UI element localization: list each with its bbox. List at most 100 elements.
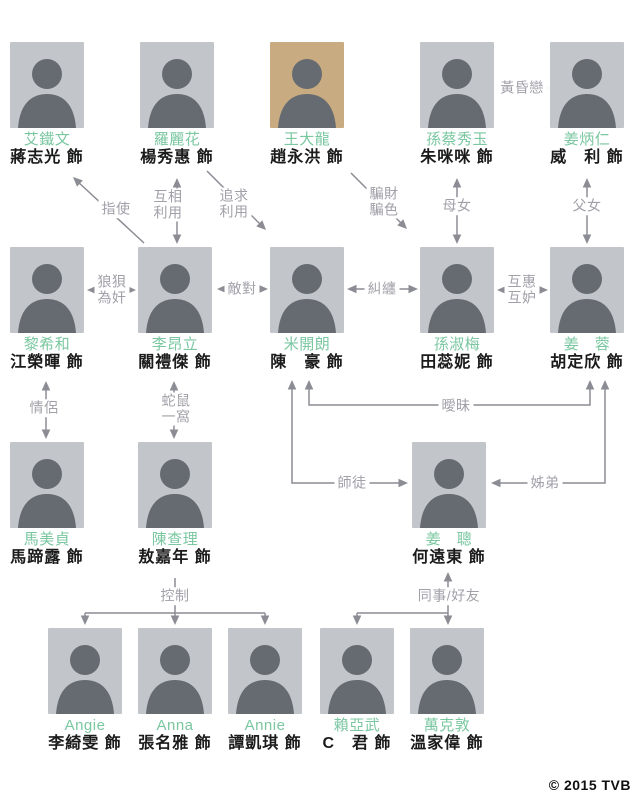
- relationship-label-zhishi: 指使: [98, 200, 134, 218]
- relationship-line-zidi: [494, 383, 606, 484]
- actor-name: 溫家偉 飾: [410, 735, 484, 752]
- character-name: 姜炳仁: [563, 131, 611, 148]
- arrowhead-icon-munv: [452, 234, 462, 244]
- portrait-photo-wang-dalong: [270, 42, 344, 128]
- arrowhead-icon-shitu: [287, 380, 297, 390]
- actor-name: 朱咪咪 飾: [420, 149, 494, 166]
- person-wang-dalong: 王大龍趙永洪 飾: [270, 42, 344, 166]
- portrait-photo-sun-shumei: [420, 247, 494, 333]
- arrowhead-icon-aimei: [585, 380, 595, 390]
- person-silhouette-icon: [412, 442, 486, 528]
- person-sun-cai-xiuyu: 孫蔡秀玉朱咪咪 飾: [420, 42, 494, 166]
- arrowhead-icon-huxiang-liyong: [172, 178, 182, 188]
- portrait-photo-wan-kedun: [410, 628, 484, 714]
- person-ai-tiewen: 艾鐵文蔣志光 飾: [10, 42, 84, 166]
- actor-name: 楊秀惠 飾: [140, 149, 214, 166]
- arrowhead-icon-qinglv: [41, 381, 51, 391]
- person-silhouette-icon: [270, 247, 344, 333]
- person-silhouette-icon: [138, 628, 212, 714]
- character-name: 萬克敦: [423, 717, 471, 734]
- relationship-label-tongshi-haoyou: 同事/好友: [414, 587, 484, 605]
- actor-name: 李綺雯 飾: [48, 735, 122, 752]
- person-silhouette-icon: [228, 628, 302, 714]
- arrowhead-icon-munv: [452, 178, 462, 188]
- character-name: 羅麗花: [153, 131, 201, 148]
- person-silhouette-icon: [10, 42, 84, 128]
- arrowhead-icon-zidi: [491, 478, 501, 488]
- character-name: 艾鐵文: [23, 131, 71, 148]
- relationship-label-zhuiqiu-liyong: 追求 利用: [216, 187, 252, 221]
- character-name: 馬美貞: [23, 531, 71, 548]
- actor-name: 陳 豪 飾: [270, 354, 344, 371]
- character-name: Annie: [244, 717, 286, 734]
- character-name: 孫淑梅: [433, 336, 481, 353]
- person-silhouette-icon: [48, 628, 122, 714]
- relationship-label-piancai-pianse: 騙財 騙色: [366, 185, 402, 219]
- relationship-line-shitu: [291, 383, 404, 484]
- arrowhead-icon-sheshu-yiwo: [169, 429, 179, 439]
- arrowhead-icon-didui: [258, 284, 268, 294]
- character-name: 黎希和: [23, 336, 71, 353]
- person-li-xihe: 黎希和江榮暉 飾: [10, 247, 84, 371]
- relationship-label-kongzhi: 控制: [157, 587, 193, 605]
- relationship-label-didui: 敵對: [224, 280, 260, 298]
- portrait-photo-jiang-bingren: [550, 42, 624, 128]
- portrait-photo-anna: [138, 628, 212, 714]
- character-name: Anna: [156, 717, 194, 734]
- actor-name: 譚凱琪 飾: [228, 735, 302, 752]
- relationship-label-huxiang-liyong: 互相 利用: [150, 188, 186, 222]
- relationship-label-huhui-hudu: 互惠 互妒: [504, 273, 540, 307]
- arrowhead-icon-tongshi-haoyou: [443, 615, 453, 625]
- actor-name: 威 利 飾: [550, 149, 624, 166]
- person-jiang-cong: 姜 聰何遠東 飾: [412, 442, 486, 566]
- actor-name: 江榮暉 飾: [10, 354, 84, 371]
- portrait-photo-annie: [228, 628, 302, 714]
- portrait-photo-ai-tiewen: [10, 42, 84, 128]
- actor-name: 何遠東 飾: [412, 549, 486, 566]
- person-silhouette-icon: [270, 42, 344, 128]
- relationship-label-funv: 父女: [569, 197, 605, 215]
- character-name: 姜 聰: [425, 531, 473, 548]
- arrowhead-icon-aimei: [304, 380, 314, 390]
- portrait-photo-lai-yawu: [320, 628, 394, 714]
- arrowhead-icon-tongshi-haoyou: [352, 615, 362, 625]
- relationship-label-jiuchan: 糾纏: [364, 280, 400, 298]
- portrait-photo-chen-chali: [138, 442, 212, 528]
- actor-name: 胡定欣 飾: [550, 354, 624, 371]
- actor-name: 張名雅 飾: [138, 735, 212, 752]
- relationship-label-shitu: 師徒: [334, 474, 370, 492]
- character-name: Angie: [64, 717, 106, 734]
- arrowhead-icon-zhishi: [73, 177, 83, 187]
- relationship-label-huanghunlian: 黃昏戀: [497, 79, 547, 97]
- person-silhouette-icon: [410, 628, 484, 714]
- actor-name: 趙永洪 飾: [270, 149, 344, 166]
- portrait-photo-li-angli: [138, 247, 212, 333]
- arrowhead-icon-zhuiqiu-liyong: [256, 220, 266, 230]
- person-silhouette-icon: [10, 442, 84, 528]
- arrowhead-icon-tongshi-haoyou: [443, 572, 453, 582]
- relationship-label-zidi: 姊弟: [527, 474, 563, 492]
- arrowhead-icon-shitu: [398, 478, 408, 488]
- person-jiang-rong: 姜 蓉胡定欣 飾: [550, 247, 624, 371]
- person-silhouette-icon: [138, 442, 212, 528]
- character-name: 米開朗: [283, 336, 331, 353]
- character-name: 姜 蓉: [563, 336, 611, 353]
- portrait-photo-mi-kailang: [270, 247, 344, 333]
- person-silhouette-icon: [138, 247, 212, 333]
- person-luo-lihua: 羅麗花楊秀惠 飾: [140, 42, 214, 166]
- portrait-photo-angie: [48, 628, 122, 714]
- portrait-photo-li-xihe: [10, 247, 84, 333]
- relationship-label-qinglv: 情侶: [26, 399, 62, 417]
- portrait-photo-jiang-rong: [550, 247, 624, 333]
- arrowhead-icon-funv: [582, 234, 592, 244]
- character-name: 賴亞武: [333, 717, 381, 734]
- arrowhead-icon-kongzhi: [170, 615, 180, 625]
- person-mi-kailang: 米開朗陳 豪 飾: [270, 247, 344, 371]
- person-ma-meizhen: 馬美貞馬蹄露 飾: [10, 442, 84, 566]
- arrowhead-icon-qinglv: [41, 429, 51, 439]
- arrowhead-icon-jiuchan: [347, 284, 357, 294]
